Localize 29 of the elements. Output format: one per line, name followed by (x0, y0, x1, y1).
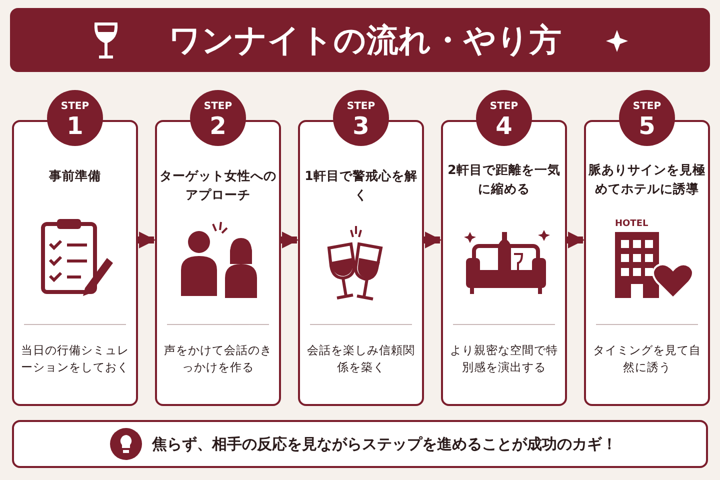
step-description: 当日の行備シミュレーションをしておく (20, 342, 130, 376)
title: ワンナイトの流れ・やり方 (168, 20, 562, 61)
step-heading: 脈ありサインを見極めてホテルに誘導 (587, 161, 706, 198)
step-heading: 事前準備 (48, 167, 102, 185)
step-label: STEP (488, 101, 520, 113)
step-label: STEP (346, 101, 376, 113)
step-number: 5 (638, 112, 656, 140)
step-number: 4 (494, 112, 514, 140)
title-banner (10, 8, 710, 72)
step-number: 3 (352, 112, 370, 140)
step-description: タイミングを見て自然に誘う (592, 342, 702, 376)
step-label: STEP (632, 101, 662, 113)
step-heading: ターゲット女性へのアプローチ (158, 167, 278, 204)
step-description: 会話を楽しみ信頼関係を築く (306, 342, 416, 376)
arrow (281, 232, 299, 248)
step-number: 2 (208, 112, 228, 140)
step-heading: 2軒目で距離を一気に縮める (446, 161, 562, 198)
step-label: STEP (60, 101, 90, 113)
arrow (424, 232, 442, 248)
tip-text: 焦らず、相手の反応を見ながらステップを進めることが成功のカギ！ (152, 434, 617, 454)
step-label: STEP (202, 101, 234, 113)
step-description: より親密な空間で特別感を演出する (449, 342, 559, 376)
step-description: 声をかけて会話のきっかけを作る (163, 342, 273, 376)
step-heading: 1軒目で警戒心を解く (304, 167, 418, 204)
arrow (138, 232, 156, 248)
hotel-sign: HOTEL (615, 219, 648, 229)
step-number: 1 (66, 112, 84, 140)
arrow (567, 232, 585, 248)
tip-box (12, 420, 708, 468)
